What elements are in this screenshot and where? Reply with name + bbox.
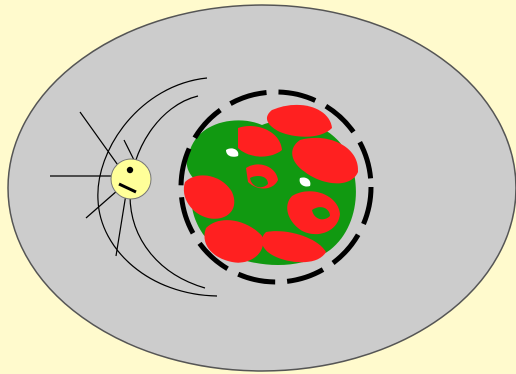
smiling-face-icon (111, 159, 151, 199)
face-eye (127, 167, 133, 173)
